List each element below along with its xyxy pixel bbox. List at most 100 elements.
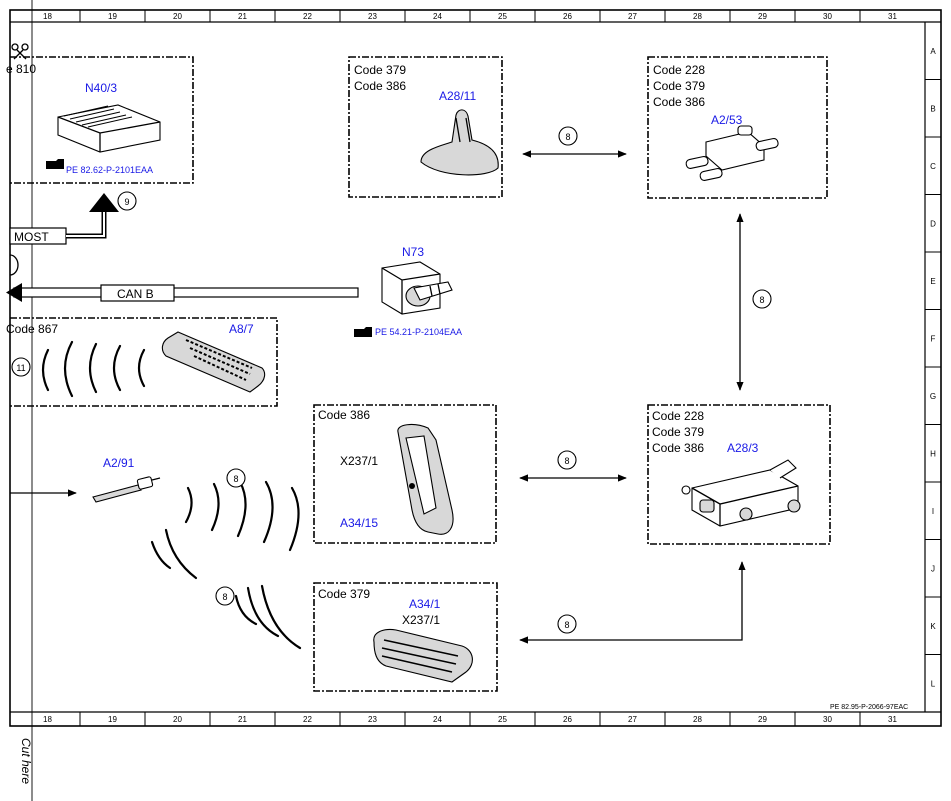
column-label: 22: [303, 715, 312, 724]
column-label: 19: [108, 715, 117, 724]
svg-text:9: 9: [124, 197, 129, 207]
phone-cradle-icon: [397, 423, 454, 535]
column-label: 23: [368, 715, 377, 724]
a8-7-box: [10, 317, 278, 407]
ignition-switch-icon: [381, 261, 453, 315]
marker-bottom: 8: [557, 614, 577, 634]
a2-53-code-1: Code 228: [653, 63, 705, 77]
compensator-device-icon: [681, 459, 801, 527]
row-label: E: [930, 277, 935, 286]
column-label: 30: [823, 12, 832, 21]
a34-15-code: Code 386: [318, 408, 370, 422]
row-label: I: [932, 507, 934, 516]
row-label: D: [930, 219, 936, 228]
row-label: B: [930, 104, 935, 113]
a34-15-connector: X237/1: [340, 454, 378, 468]
svg-text:11: 11: [16, 363, 25, 373]
wireless-waves-lower: [150, 528, 302, 650]
column-label: 26: [563, 715, 572, 724]
a2-53-id: A2/53: [711, 113, 743, 127]
row-label: C: [930, 162, 936, 171]
antenna-device-icon: [420, 109, 499, 176]
a28-11-code-2: Code 386: [354, 79, 406, 93]
a2-53-code-2: Code 379: [653, 79, 705, 93]
amplifier-device-icon: [57, 104, 161, 153]
splitter-device-icon: [685, 125, 779, 181]
a28-3-id: A28/3: [727, 441, 759, 455]
a34-1-connector: X237/1: [402, 613, 440, 627]
cut-here-label: Cut here: [19, 738, 33, 784]
row-label: A: [930, 47, 936, 56]
reference-pointer-icon: [46, 159, 64, 169]
marker-ir: 11: [11, 357, 31, 377]
column-label: 19: [108, 12, 117, 21]
a34-1-code: Code 379: [318, 587, 370, 601]
wireless-waves-upper: [184, 480, 300, 552]
column-label: 24: [433, 12, 442, 21]
a28-11-box: [348, 56, 503, 198]
a8-7-id: A8/7: [229, 322, 254, 336]
column-label: 23: [368, 12, 377, 21]
a2-53-code-3: Code 386: [653, 95, 705, 109]
column-label: 30: [823, 715, 832, 724]
marker-right: 8: [752, 289, 772, 309]
remote-control-icon: [161, 331, 266, 393]
column-label: 21: [238, 12, 247, 21]
most-bus-label: MOST: [14, 230, 49, 244]
n73-id: N73: [402, 245, 424, 259]
a28-11-id: A28/11: [439, 89, 476, 103]
reference-pointer-icon: [354, 327, 372, 337]
marker-wave-1: 8: [226, 468, 246, 488]
row-label: J: [931, 564, 935, 573]
column-label: 20: [173, 715, 182, 724]
antenna-cable-icon: [92, 476, 161, 503]
row-label: H: [930, 449, 936, 458]
a2-53-box: [647, 56, 828, 199]
row-label: L: [931, 679, 936, 688]
column-label: 29: [758, 715, 767, 724]
n40-3-ref: PE 82.62-P-2101EAA: [66, 165, 153, 175]
a34-1-id: A34/1: [409, 597, 441, 611]
svg-text:8: 8: [233, 474, 238, 484]
marker-wave-2: 8: [215, 586, 235, 606]
a28-3-box: [647, 404, 831, 545]
svg-text:8: 8: [564, 620, 569, 630]
a28-11-code-1: Code 379: [354, 63, 406, 77]
row-labels-right: A B C D E F G H I J K L: [925, 47, 941, 688]
column-label: 29: [758, 12, 767, 21]
n40-3-id: N40/3: [85, 81, 117, 95]
most-bus: MOST: [9, 193, 119, 245]
n40-3-box: [10, 56, 194, 184]
a2-91-id: A2/91: [103, 456, 135, 470]
row-label: K: [930, 622, 936, 631]
svg-text:8: 8: [565, 132, 570, 142]
a28-3-code-2: Code 379: [652, 425, 704, 439]
n73-ref: PE 54.21-P-2104EAA: [375, 327, 462, 337]
partial-ref-label: e 810: [6, 62, 36, 76]
column-label: 18: [43, 12, 52, 21]
column-label: 28: [693, 12, 702, 21]
can-bus: CAN B: [6, 283, 359, 302]
column-label: 27: [628, 715, 637, 724]
row-label: F: [931, 334, 936, 343]
column-label: 21: [238, 715, 247, 724]
column-label: 20: [173, 12, 182, 21]
column-label: 31: [888, 12, 897, 21]
column-label: 26: [563, 12, 572, 21]
column-label: 27: [628, 12, 637, 21]
can-bus-label: CAN B: [117, 287, 154, 301]
phone-adapter-icon: [373, 628, 473, 683]
marker-top: 8: [558, 126, 578, 146]
a8-7-code: Code 867: [6, 322, 58, 336]
column-label: 24: [433, 715, 442, 724]
link-a34-1-a28-3: [519, 561, 746, 644]
a28-3-code-3: Code 386: [652, 441, 704, 455]
row-label: G: [930, 392, 936, 401]
svg-text:8: 8: [564, 456, 569, 466]
marker-most: 9: [117, 191, 137, 211]
marker-mid: 8: [557, 450, 577, 470]
a34-15-id: A34/15: [340, 516, 378, 530]
